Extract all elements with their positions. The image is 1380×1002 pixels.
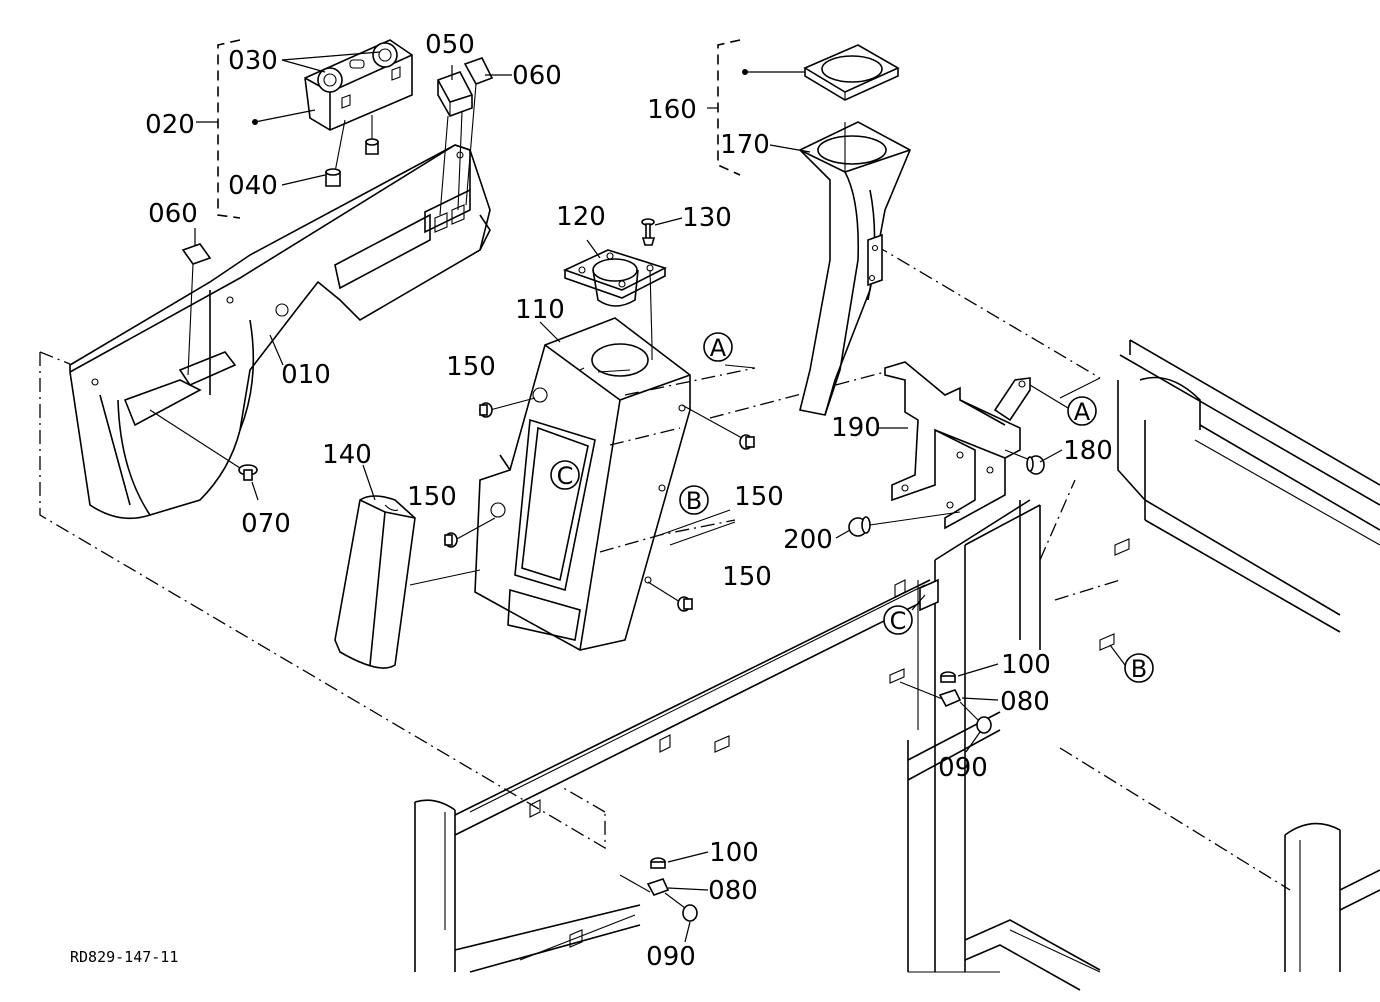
part-label-150-a: 150 (446, 352, 496, 382)
ref-label-b1: B (686, 487, 702, 515)
screw-070 (149, 409, 258, 481)
leader-lines (194, 51, 1126, 943)
group-brackets (217, 39, 741, 219)
figure-id: RD829-147-11 (70, 948, 178, 966)
part-labels: 010 020 030 040 050 060 060 070 080 080 … (145, 30, 1113, 972)
ref-label-b2: B (1131, 655, 1147, 683)
ref-circle-a2 (1067, 396, 1097, 426)
bracket-190 (884, 361, 1031, 530)
switch-panel-020 (304, 39, 413, 187)
gasket-160 (803, 44, 900, 101)
part-label-090-lower: 090 (646, 942, 696, 972)
part-label-140: 140 (322, 440, 372, 470)
switch-050 (437, 71, 473, 216)
part-label-130: 130 (682, 203, 732, 233)
part-label-150-d: 150 (722, 562, 772, 592)
part-label-170: 170 (720, 130, 770, 160)
part-label-150-c: 150 (734, 482, 784, 512)
part-label-150-b: 150 (407, 482, 457, 512)
console-box-110 (474, 317, 691, 651)
ref-circle-b2 (1124, 653, 1154, 683)
fasteners-upper (899, 671, 992, 734)
ref-label-c1: C (557, 462, 574, 490)
part-label-110: 110 (515, 295, 565, 325)
boot-170 (798, 121, 912, 416)
part-label-080-upper: 080 (1000, 687, 1050, 717)
floor-plate-outline (39, 244, 1291, 891)
grommet-200 (848, 511, 961, 537)
reference-lines (599, 364, 1121, 601)
ref-label-a1: A (710, 334, 727, 362)
part-label-040: 040 (228, 171, 278, 201)
part-label-160: 160 (647, 95, 697, 125)
ref-label-a2: A (1074, 398, 1091, 426)
screws-150 (444, 397, 755, 612)
part-label-060-left: 060 (148, 199, 198, 229)
part-label-120: 120 (556, 202, 606, 232)
reference-markers: A A B B C C (550, 332, 1154, 683)
dot-marker-020 (252, 119, 258, 125)
cap-060-top (463, 57, 494, 206)
part-label-050: 050 (425, 30, 475, 60)
ref-circle-a1 (703, 332, 733, 362)
dot-marker-160 (742, 69, 748, 75)
console-left-010 (69, 144, 491, 520)
part-label-060-top: 060 (512, 61, 562, 91)
screw-130 (641, 218, 656, 246)
cab-frame (414, 339, 1380, 991)
part-label-080-lower: 080 (708, 876, 758, 906)
part-label-100-upper: 100 (1001, 650, 1051, 680)
part-label-010: 010 (281, 360, 331, 390)
cover-140 (334, 495, 481, 669)
part-label-100-lower: 100 (709, 838, 759, 868)
part-label-030: 030 (228, 46, 278, 76)
part-label-190: 190 (831, 413, 881, 443)
part-label-020: 020 (145, 110, 195, 140)
part-label-070: 070 (241, 509, 291, 539)
cap-060-left (181, 243, 212, 376)
part-label-090-upper: 090 (938, 753, 988, 783)
ref-circle-c1 (550, 460, 580, 490)
ref-label-c2: C (890, 607, 907, 635)
boot-120 (562, 249, 668, 346)
part-label-200: 200 (783, 525, 833, 555)
part-label-180: 180 (1063, 436, 1113, 466)
ref-circle-b1 (679, 485, 709, 515)
ref-circle-c2 (883, 605, 913, 635)
grommet-180 (1004, 449, 1045, 475)
fasteners-lower (619, 857, 698, 922)
